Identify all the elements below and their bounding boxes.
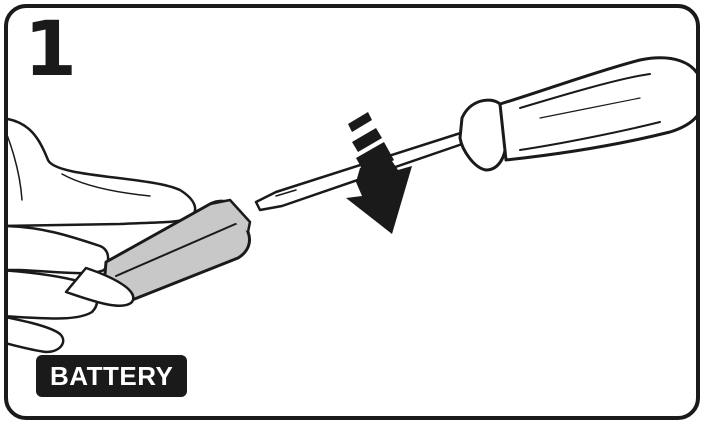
- screwdriver-icon: [256, 58, 704, 210]
- step-number: 1: [24, 6, 75, 92]
- component-badge: BATTERY: [36, 355, 187, 397]
